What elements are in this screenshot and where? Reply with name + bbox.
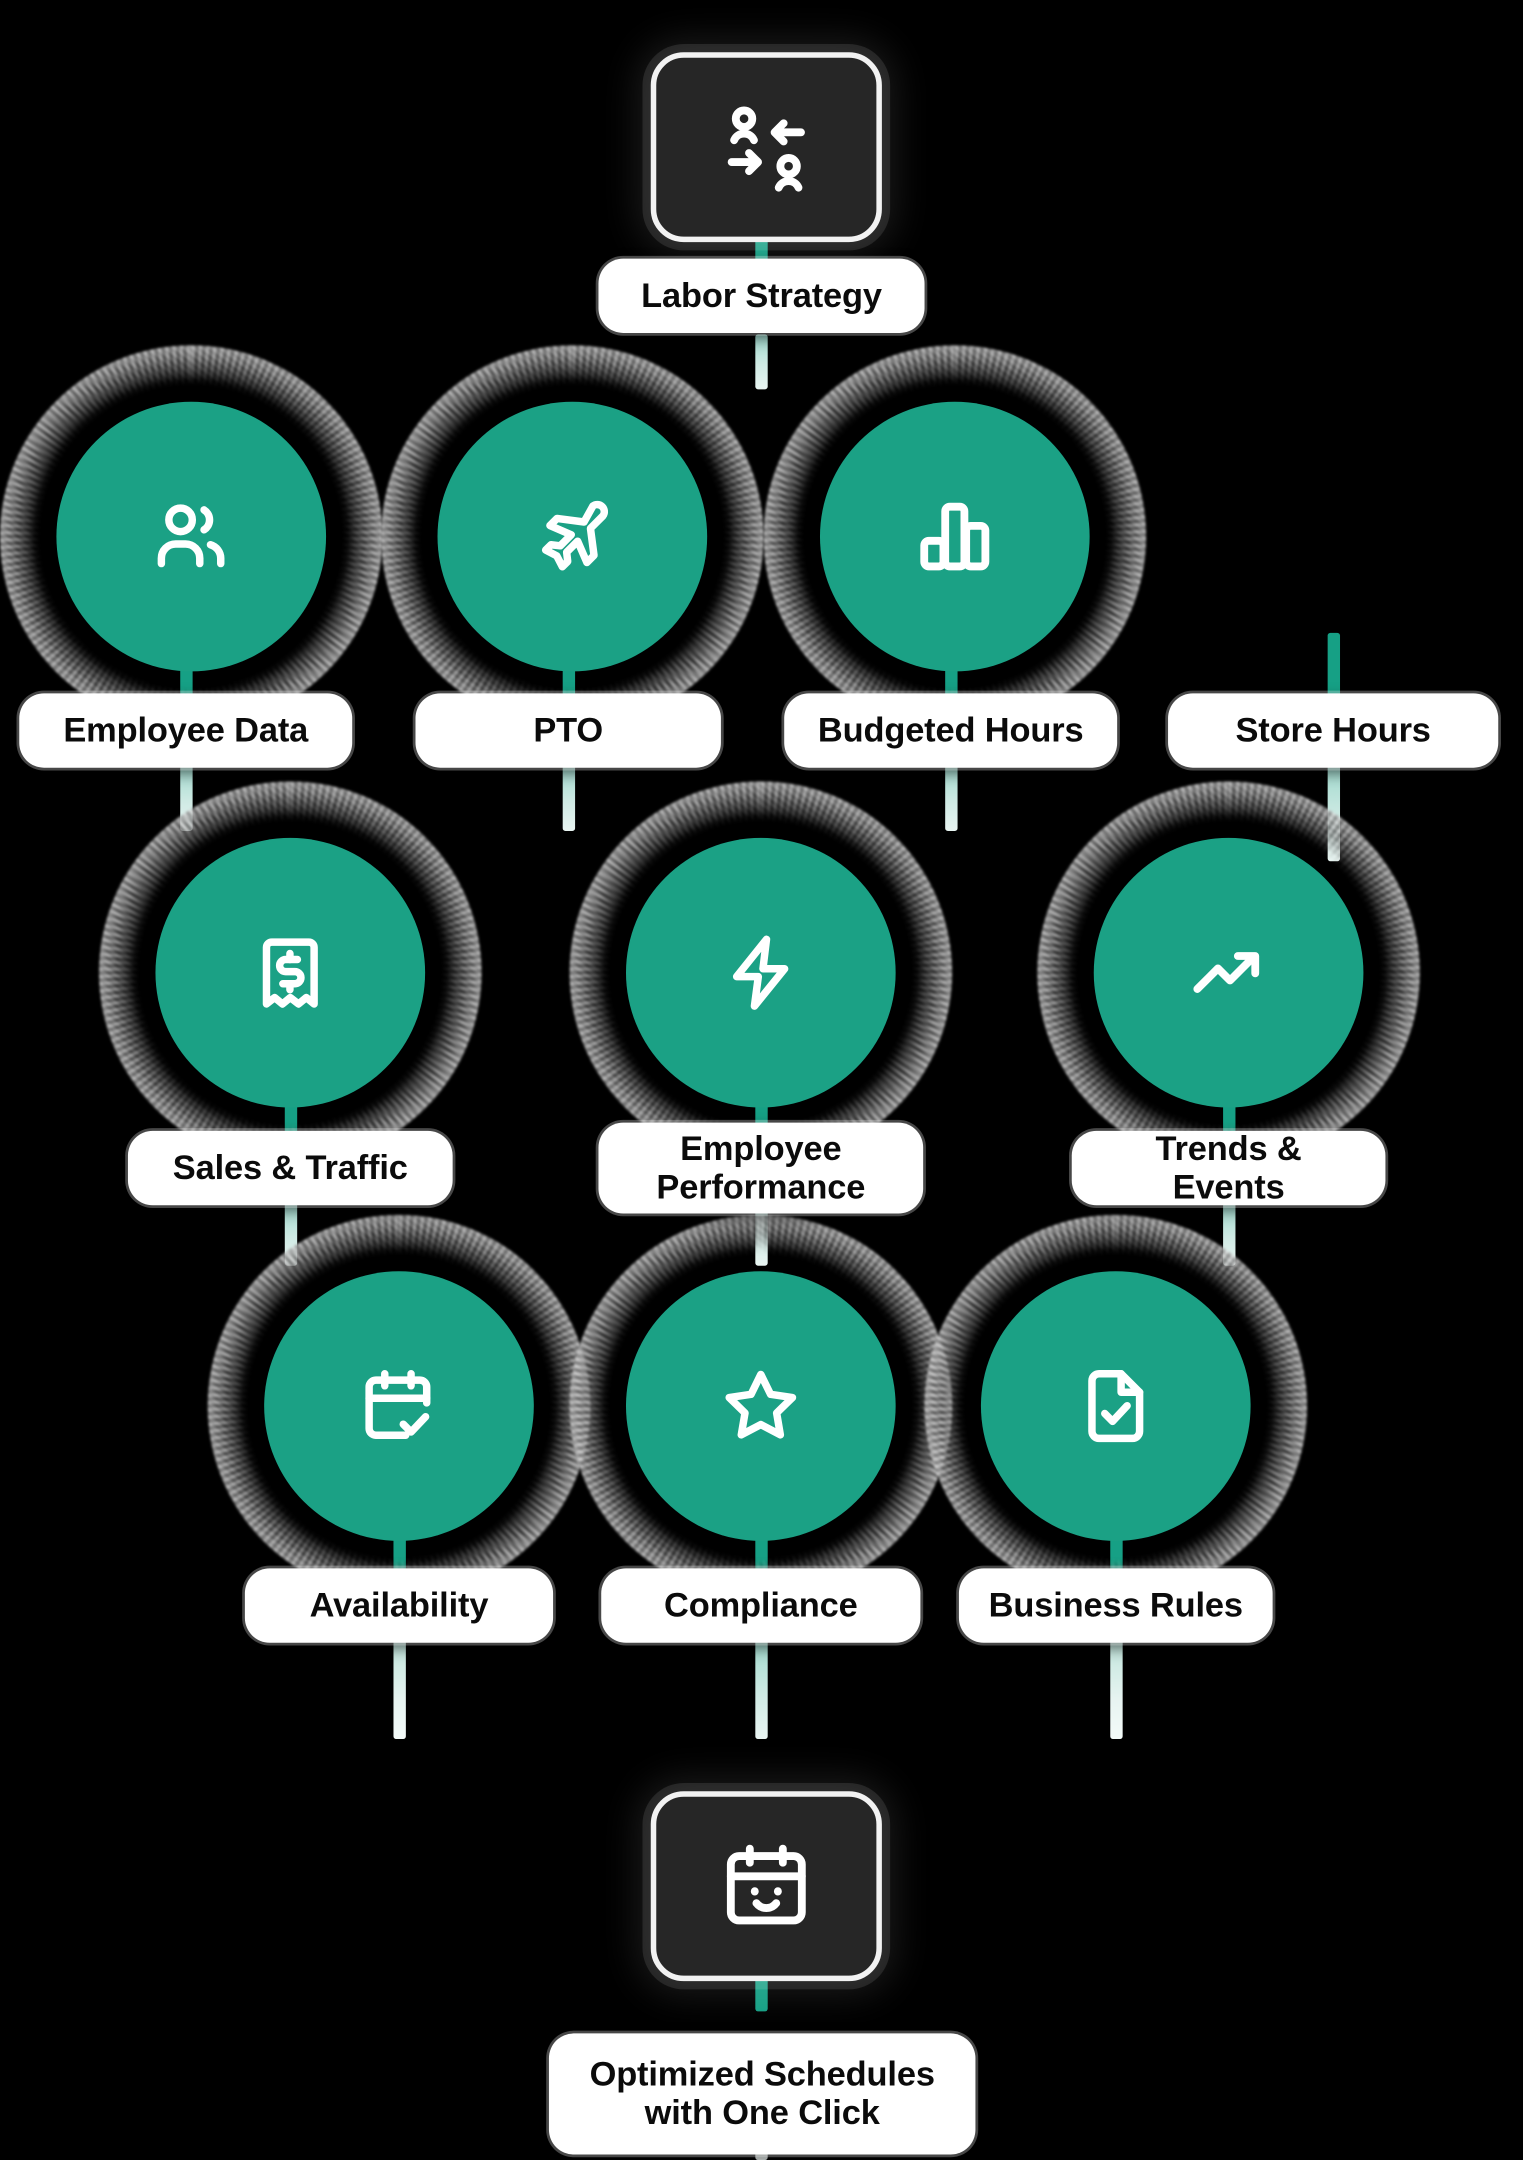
node-disc — [980, 1271, 1251, 1541]
calendar-check-icon — [356, 1363, 441, 1448]
trending-up-icon — [1186, 930, 1271, 1015]
pill-label-line1: Optimized Schedules — [589, 2055, 935, 2094]
pill-label: Trends & Events — [1155, 1129, 1302, 1207]
receipt-dollar-icon — [248, 930, 333, 1015]
node-disc — [625, 837, 896, 1108]
pill-label: Labor Strategy — [641, 276, 882, 316]
star-icon — [718, 1363, 803, 1448]
connector-compliance-down — [755, 1639, 768, 1740]
pill-availability[interactable]: Availability — [244, 1568, 554, 1643]
node-disc — [155, 837, 426, 1108]
pill-labor-strategy[interactable]: Labor Strategy — [598, 258, 925, 333]
calendar-smile-icon — [717, 1837, 816, 1936]
pill-business-rules[interactable]: Business Rules — [958, 1568, 1273, 1643]
pill-label: PTO — [533, 711, 604, 750]
labor-strategy-card[interactable] — [650, 52, 882, 243]
connector-pto-down — [562, 764, 576, 831]
pill-employee-data[interactable]: Employee Data — [19, 693, 353, 768]
connector-budgeted-hours-down — [945, 764, 958, 831]
users-exchange-icon — [717, 98, 816, 197]
users-icon — [149, 494, 234, 579]
pill-label: Store Hours — [1235, 711, 1431, 750]
pill-optimized-schedules[interactable]: Optimized Schedules with One Click — [548, 2033, 976, 2155]
airplane-icon — [530, 494, 615, 579]
node-disc — [625, 1271, 896, 1541]
connector-availability-down — [393, 1639, 406, 1740]
pill-label: Business Rules — [988, 1586, 1243, 1625]
optimized-schedules-card-main[interactable] — [650, 1791, 882, 1982]
lightning-bolt-icon — [718, 930, 803, 1015]
node-disc — [56, 401, 327, 672]
pill-budgeted-hours[interactable]: Budgeted Hours — [784, 693, 1118, 768]
pill-sales-traffic[interactable]: Sales & Traffic — [127, 1130, 453, 1206]
pill-label: Sales & Traffic — [172, 1148, 408, 1188]
pill-pto[interactable]: PTO — [415, 693, 721, 768]
pill-store-hours[interactable]: Store Hours — [1168, 693, 1499, 768]
pill-compliance[interactable]: Compliance — [601, 1568, 921, 1643]
document-check-icon — [1073, 1363, 1158, 1448]
pill-label: Budgeted Hours — [817, 711, 1084, 750]
node-disc — [1093, 837, 1364, 1108]
node-disc — [437, 401, 708, 672]
connector-business-rules-down — [1110, 1639, 1123, 1740]
node-disc — [264, 1271, 534, 1541]
connector-store-hours — [1327, 632, 1341, 705]
pill-trends-events[interactable]: Trends & Events — [1071, 1129, 1386, 1207]
bar-chart-icon — [912, 494, 997, 579]
pill-employee-performance[interactable]: Employee Performance — [598, 1122, 924, 1214]
pill-label: Availability — [309, 1586, 489, 1625]
pill-label-line1: Employee — [680, 1129, 842, 1169]
node-disc — [819, 401, 1090, 672]
connector-labor-strategy-down — [755, 334, 768, 390]
pill-label: Compliance — [664, 1586, 858, 1625]
pill-label-line2: Performance — [656, 1168, 866, 1207]
pill-label-line2: with One Click — [644, 2093, 880, 2133]
pill-label: Employee Data — [63, 711, 309, 750]
